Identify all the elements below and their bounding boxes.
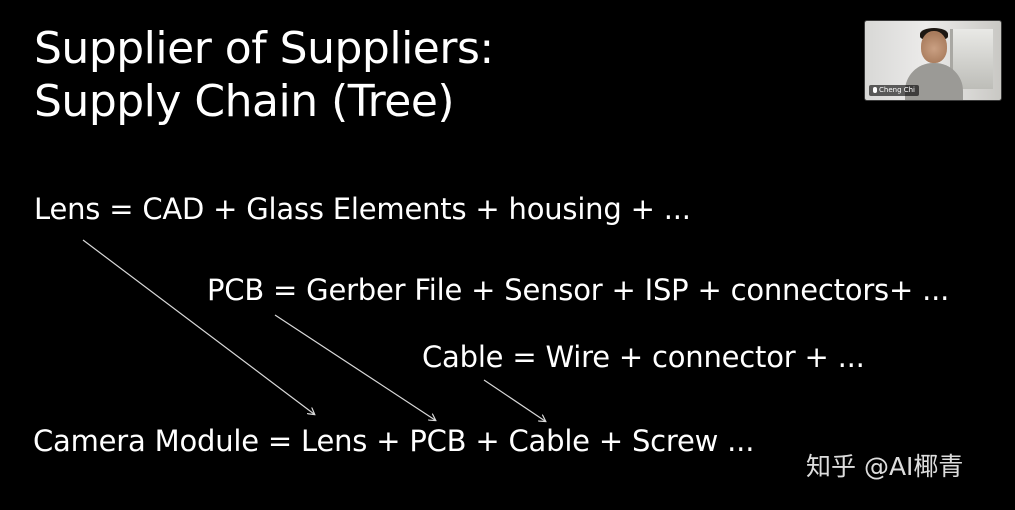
- camera-module-equation: Camera Module = Lens + PCB + Cable + Scr…: [33, 424, 755, 458]
- arrow-cable-to-camera: [483, 379, 545, 421]
- speaker-face: [921, 31, 947, 63]
- cable-equation: Cable = Wire + connector + ...: [422, 340, 865, 374]
- slide-title-line-1: Supplier of Suppliers:: [34, 23, 494, 74]
- arrow-pcb-to-camera: [274, 314, 435, 420]
- arrow-lens-to-camera: [82, 239, 314, 414]
- participant-name-tag: Cheng Chi: [869, 85, 920, 96]
- microphone-icon: [873, 87, 877, 93]
- lens-equation: Lens = CAD + Glass Elements + housing + …: [34, 192, 691, 226]
- slide-title: Supplier of Suppliers: Supply Chain (Tre…: [34, 22, 494, 128]
- slide-title-line-2: Supply Chain (Tree): [34, 76, 455, 127]
- pcb-equation: PCB = Gerber File + Sensor + ISP + conne…: [207, 273, 950, 307]
- participant-name: Cheng Chi: [879, 86, 916, 94]
- speaker-webcam-tile[interactable]: Cheng Chi: [864, 20, 1002, 101]
- zhihu-watermark: 知乎 @AI椰青: [806, 452, 964, 481]
